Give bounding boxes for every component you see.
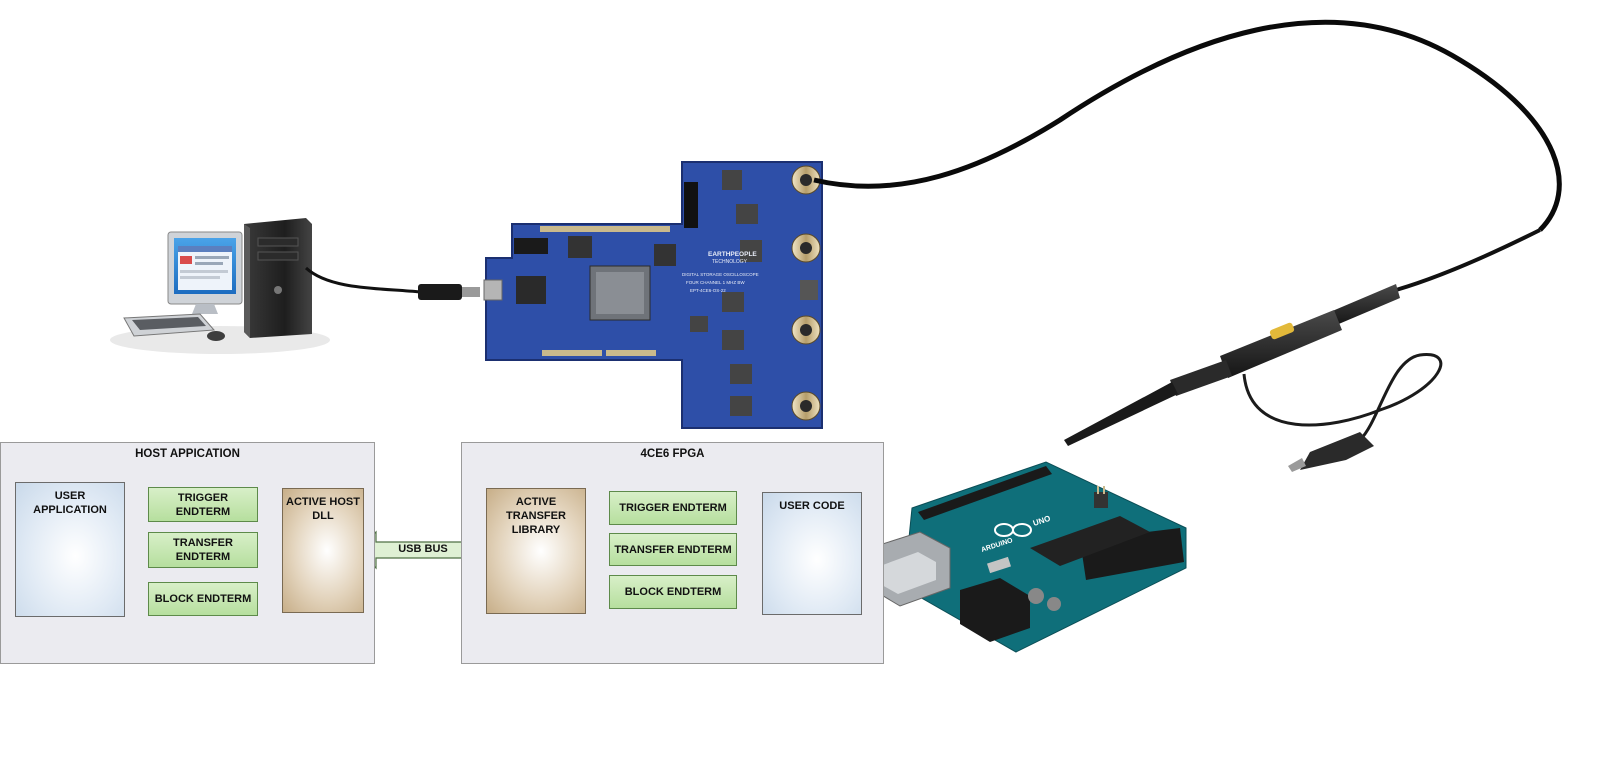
- board-product: DIGITAL STORAGE OSCILLOSCOPE: [682, 272, 759, 277]
- fpga-trigger-endterm-block: TRIGGER ENDTERM: [609, 491, 737, 525]
- usb-plug-icon: [418, 284, 462, 300]
- bnc-connector-icon: [792, 392, 820, 420]
- fpga-block-endterm-block: BLOCK ENDTERM: [609, 575, 737, 609]
- host-block-endterm-block: BLOCK ENDTERM: [148, 582, 258, 616]
- board-part: EPT-4CE6-OS-22: [690, 288, 726, 293]
- host-transfer-endterm-block: TRANSFER ENDTERM: [148, 532, 258, 568]
- user-code-block: USER CODE: [762, 492, 862, 615]
- bnc-connector-icon: [792, 316, 820, 344]
- board-spec: FOUR CHANNEL 1 MHZ BW: [686, 280, 745, 285]
- board-brand: EARTHPEOPLE: [708, 251, 757, 258]
- user-application-block: USER APPLICATION: [15, 482, 125, 617]
- host-trigger-endterm-block: TRIGGER ENDTERM: [148, 487, 258, 522]
- probe-cable: [814, 22, 1559, 230]
- host-panel-title: HOST APPICATION: [1, 448, 374, 460]
- oscilloscope-board-icon: EARTHPEOPLE TECHNOLOGY DIGITAL STORAGE O…: [484, 162, 822, 428]
- oscilloscope-probe-icon: [1064, 230, 1540, 472]
- desktop-computer-icon: [110, 218, 330, 354]
- active-host-dll-block: ACTIVE HOST DLL: [282, 488, 364, 613]
- fpga-transfer-endterm-block: TRANSFER ENDTERM: [609, 533, 737, 566]
- board-brand2: TECHNOLOGY: [712, 259, 748, 265]
- bnc-connector-icon: [792, 234, 820, 262]
- fpga-panel-title: 4CE6 FPGA: [462, 448, 883, 460]
- active-transfer-library-block: ACTIVE TRANSFER LIBRARY: [486, 488, 586, 614]
- usb-bus-label: USB BUS: [376, 543, 470, 555]
- arduino-board-icon: ARDUINO UNO: [870, 462, 1186, 652]
